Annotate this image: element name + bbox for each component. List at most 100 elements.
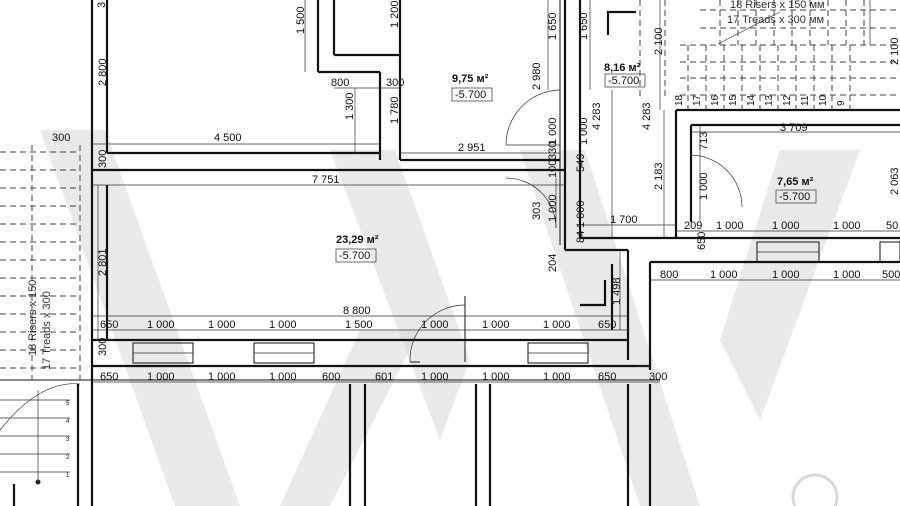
dim-label: 650	[100, 371, 118, 383]
dim-label: 2 100	[889, 37, 900, 65]
dim-label: 1 000	[543, 371, 571, 383]
dim-label: 4 283	[591, 102, 603, 130]
dim-label: 303	[531, 202, 543, 220]
dim-label: 84	[575, 231, 587, 243]
dim-label: 500	[882, 269, 900, 281]
dimension-chain-top: 650 1 000 1 000 1 000 1 500 1 000 1 000 …	[100, 319, 616, 331]
stair-number: 16	[710, 94, 721, 106]
stair-treads-label: 17 Treads x 300 мм	[727, 14, 824, 26]
dimension-chain-bottom: 650 1 000 1 000 1 000 600 601 1 000 1 00…	[100, 371, 667, 383]
dim-label: 1 000	[578, 117, 590, 145]
dim-label: 8 800	[343, 305, 371, 317]
watermark-logo	[40, 130, 860, 506]
dim-label: 330	[547, 142, 559, 160]
dim-label: 300	[97, 338, 109, 356]
stair-number: 14	[746, 94, 757, 106]
dim-label: 650	[696, 232, 708, 250]
dim-label: 50	[886, 220, 898, 232]
dim-label: 800	[331, 77, 349, 89]
stair-number: 5	[66, 401, 70, 407]
dim-label: 2 801	[97, 248, 109, 276]
dim-label: 1 498	[611, 277, 623, 305]
dim-label: 2 951	[458, 142, 486, 154]
dim-label: 1 000	[269, 371, 297, 383]
dim-label: 1 000	[547, 117, 559, 145]
dim-label: 300	[386, 77, 404, 89]
stair-number: 18	[674, 94, 685, 106]
stair-number: 1	[66, 473, 70, 479]
dim-label: 1 000	[269, 319, 297, 331]
dim-label: 1 780	[389, 96, 401, 124]
dim-label: 1 000	[833, 269, 861, 281]
stair-left-treads-label: 17 Treads x 300	[41, 291, 53, 370]
dim-label: 1 000	[147, 319, 175, 331]
dim-label: 1 000	[208, 371, 236, 383]
stair-number: 4	[66, 419, 70, 425]
dim-label: 209	[684, 220, 702, 232]
stair-number: 2	[66, 455, 70, 461]
dim-label: 1 000	[772, 220, 800, 232]
stair-number: 15	[728, 94, 739, 106]
dim-label: 100	[547, 160, 559, 178]
room-area: 7,65 м²	[777, 176, 814, 188]
dim-label: 1 000	[833, 220, 861, 232]
room-level: -5.700	[339, 250, 370, 262]
windows	[132, 241, 900, 364]
dim-label: 1 000	[208, 319, 236, 331]
dim-label: 1 000	[421, 319, 449, 331]
dim-label: 1 650	[578, 12, 590, 40]
dim-label: 2 063	[889, 167, 900, 195]
stair-number: 17	[692, 94, 703, 106]
dim-label: 300	[97, 150, 109, 168]
stair-risers-label: 18 Risers x 150 мм	[730, 0, 825, 11]
dim-label: 1 000	[482, 319, 510, 331]
dim-label: 1 000	[421, 371, 449, 383]
dim-label: 300	[52, 132, 70, 144]
dim-label: 549	[575, 154, 587, 172]
dim-label: 3	[96, 2, 108, 8]
room-area: 23,29 м²	[336, 234, 379, 246]
dim-label: 1 200	[389, 0, 401, 28]
dim-label: 2 100	[653, 27, 665, 55]
dim-label: 1 000	[772, 269, 800, 281]
dim-label: 7 751	[312, 174, 340, 186]
stair-top-right: 18 Risers x 150 мм 17 Treads x 300 мм 18…	[639, 0, 900, 110]
stair-number: 11	[800, 95, 811, 106]
dim-label: 204	[547, 254, 559, 272]
dim-label: 1 000	[710, 269, 738, 281]
corner-marks	[580, 10, 636, 307]
dim-label: 1 000	[547, 194, 559, 222]
room-area: 9,75 м²	[452, 73, 489, 85]
dim-label: 2 183	[653, 162, 665, 190]
dim-label: 2 980	[531, 62, 543, 90]
dim-label: 1 000	[482, 371, 510, 383]
stair-number: 3	[66, 437, 70, 443]
dimensions-vertical: 3 2 800 1 500 1 200 1 300 1 780 2 980 1 …	[96, 0, 900, 356]
dim-label: 4 283	[641, 102, 653, 130]
stair-number: 10	[818, 94, 829, 106]
room-labels: 9,75 м² -5.700 8,16 м² -5.700 7,65 м² -5…	[335, 62, 817, 263]
dim-label: 300	[649, 371, 667, 383]
dim-label: 800	[660, 269, 678, 281]
dim-label: 713	[698, 132, 710, 150]
stair-number: 12	[782, 94, 793, 106]
dim-label: 650	[100, 319, 118, 331]
dim-label: 1 700	[610, 214, 638, 226]
dim-label: 4 500	[214, 132, 242, 144]
dim-label: 1 500	[295, 6, 307, 34]
stair-number: 9	[836, 100, 847, 106]
dim-label: 1 300	[344, 92, 356, 120]
dim-label: 1 500	[345, 319, 373, 331]
stair-step-numbers: 18 17 16 15 14 13 12 11 10 9	[674, 94, 847, 106]
room-level: -5.700	[608, 75, 639, 87]
room-area: 8,16 м²	[604, 62, 641, 74]
dimensions-horizontal: 4 500 800 300 2 951 7 751 3 709 1 700 20…	[52, 77, 900, 317]
dim-label: 1 650	[547, 12, 559, 40]
dim-label: 650	[598, 319, 616, 331]
room-level: -5.700	[455, 89, 486, 101]
dimension-lines	[92, 0, 900, 383]
dim-label: 1 000	[698, 172, 710, 200]
room-level: -5.700	[779, 191, 810, 203]
